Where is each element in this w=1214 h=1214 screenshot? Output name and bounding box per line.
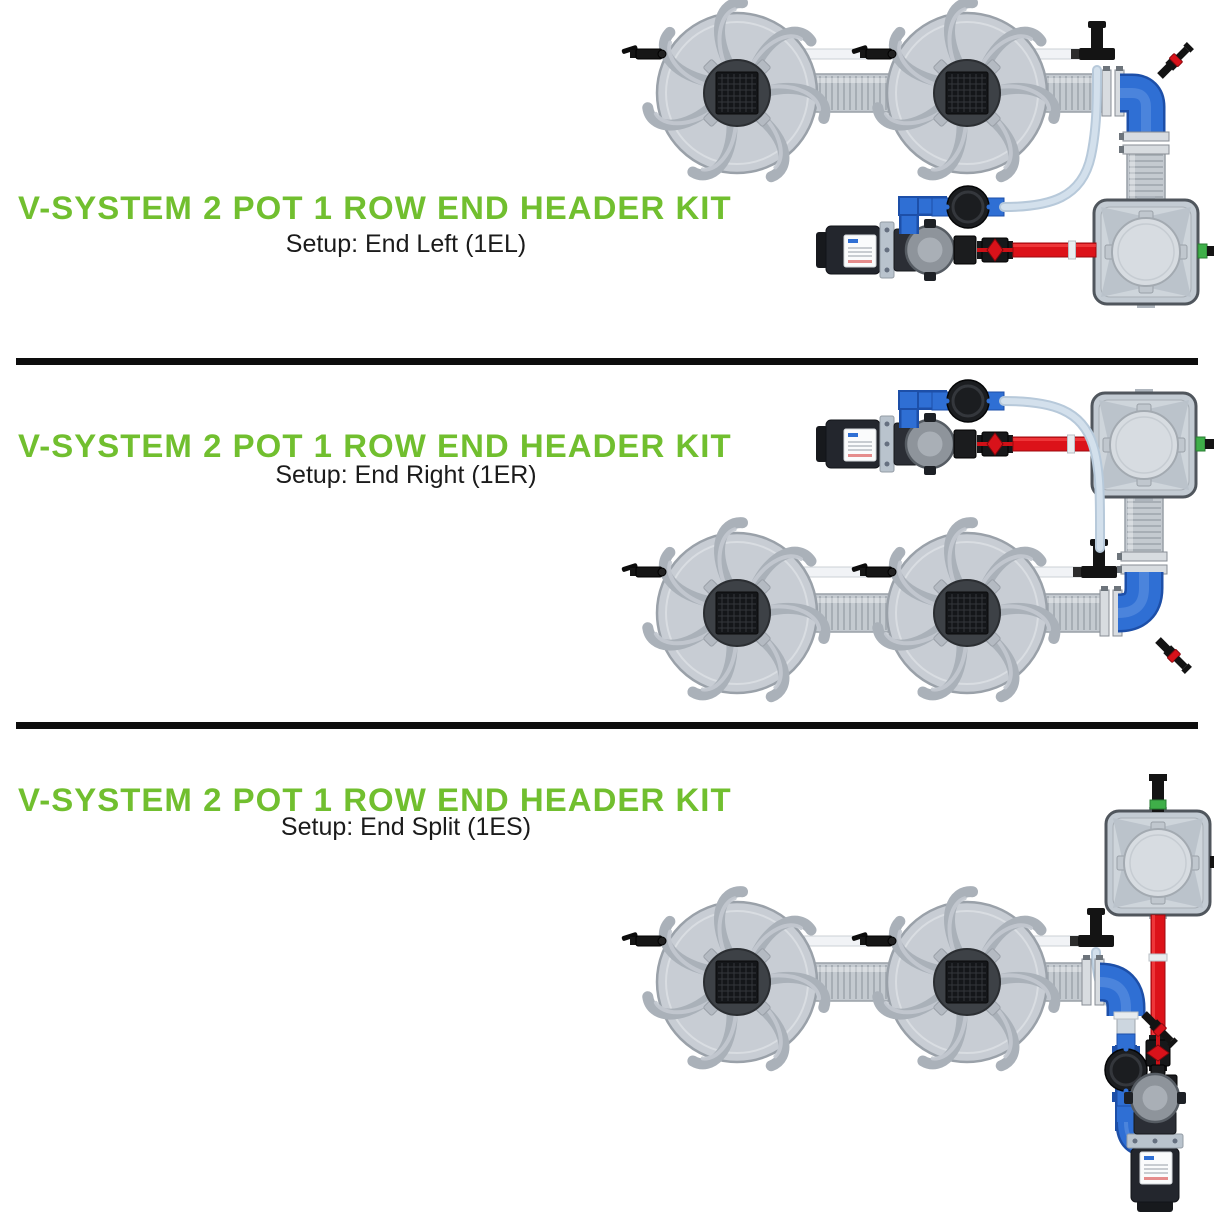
corrugated-pipe-vertical bbox=[1124, 496, 1164, 555]
header-tank bbox=[1092, 196, 1200, 308]
blue-elbow bbox=[1120, 73, 1166, 134]
kit-diagram-end-left bbox=[621, 0, 1214, 308]
pot-grate bbox=[715, 591, 759, 635]
barb-valve bbox=[1141, 1011, 1178, 1048]
fabric-pot bbox=[642, 517, 831, 703]
header-lid bbox=[1109, 410, 1179, 480]
header-lid bbox=[1123, 828, 1193, 898]
header-outlet-fitting bbox=[1197, 243, 1214, 259]
pot-grate bbox=[715, 960, 759, 1004]
barb-valve bbox=[1155, 637, 1192, 674]
fabric-pot bbox=[872, 517, 1061, 703]
air-tube bbox=[999, 65, 1102, 212]
pot-valve bbox=[851, 932, 897, 947]
pot-valve bbox=[621, 563, 667, 578]
pipe-union bbox=[1113, 1011, 1139, 1020]
pot-grate bbox=[715, 71, 759, 115]
pot-valve bbox=[851, 45, 897, 60]
valve-handle bbox=[986, 432, 1004, 456]
hose-clamp bbox=[1117, 551, 1168, 575]
inline-valve bbox=[977, 237, 1013, 263]
tee-fitting bbox=[1073, 539, 1117, 578]
tee-fitting bbox=[1070, 908, 1114, 947]
header-lid bbox=[1111, 217, 1181, 287]
fabric-pot bbox=[642, 0, 831, 183]
panel-subtitle-1er: Setup: End Right (1ER) bbox=[275, 461, 537, 489]
header-outlet-fitting bbox=[1195, 436, 1214, 452]
pot-grate bbox=[945, 591, 989, 635]
header-tank bbox=[1090, 389, 1198, 501]
pipe-union bbox=[1068, 240, 1076, 260]
pump-label bbox=[843, 428, 877, 462]
kit-diagram-end-right bbox=[621, 379, 1214, 703]
kit-diagram-end-split bbox=[621, 774, 1214, 1212]
black-fitting bbox=[953, 429, 977, 459]
panel-subtitle-1el: Setup: End Left (1EL) bbox=[285, 230, 527, 258]
inline-valve bbox=[1145, 1035, 1171, 1071]
air-filter bbox=[931, 185, 1005, 229]
valve-handle bbox=[1146, 1044, 1170, 1062]
hose-clamp bbox=[1119, 131, 1170, 155]
section-divider bbox=[16, 358, 1198, 365]
panel-title-1el: V-SYSTEM 2 POT 1 ROW END HEADER KIT bbox=[18, 190, 732, 226]
pump-label bbox=[1139, 1151, 1173, 1185]
air-tube bbox=[999, 396, 1106, 553]
tee-fitting bbox=[1071, 21, 1115, 60]
barb-valve bbox=[1157, 42, 1194, 79]
pot-valve bbox=[621, 45, 667, 60]
red-supply-pipe bbox=[1148, 914, 1168, 1042]
pot-valve bbox=[851, 563, 897, 578]
pipe-union bbox=[1148, 953, 1168, 962]
black-fitting bbox=[953, 235, 977, 265]
panel-subtitle-1es: Setup: End Split (1ES) bbox=[280, 813, 532, 841]
water-pump bbox=[816, 219, 956, 281]
header-tank bbox=[1104, 807, 1212, 919]
air-filter bbox=[931, 379, 1005, 423]
header-top-fitting bbox=[1149, 774, 1214, 868]
red-supply-pipe bbox=[1012, 434, 1095, 454]
pot-grate bbox=[945, 71, 989, 115]
pump-label bbox=[843, 234, 877, 268]
pump-blue-piping bbox=[898, 390, 947, 428]
pot-valve bbox=[621, 932, 667, 947]
corrugated-pipe-vertical bbox=[1126, 149, 1166, 203]
water-pump bbox=[816, 413, 956, 475]
pump-blue-piping bbox=[898, 196, 947, 234]
valve-handle bbox=[986, 238, 1004, 262]
water-pump bbox=[1124, 1072, 1186, 1212]
pot-grate bbox=[945, 960, 989, 1004]
fabric-pot bbox=[872, 886, 1061, 1072]
fabric-pot bbox=[642, 886, 831, 1072]
blue-elbow bbox=[1098, 962, 1146, 1016]
panel-title-1es: V-SYSTEM 2 POT 1 ROW END HEADER KIT bbox=[18, 782, 732, 818]
red-supply-pipe bbox=[1012, 240, 1097, 260]
panel-title-1er: V-SYSTEM 2 POT 1 ROW END HEADER KIT bbox=[18, 428, 732, 464]
fabric-pot bbox=[872, 0, 1061, 183]
pipe-union bbox=[1067, 434, 1075, 454]
section-divider bbox=[16, 722, 1198, 729]
blue-elbow bbox=[1116, 572, 1164, 633]
inline-valve bbox=[977, 431, 1013, 457]
